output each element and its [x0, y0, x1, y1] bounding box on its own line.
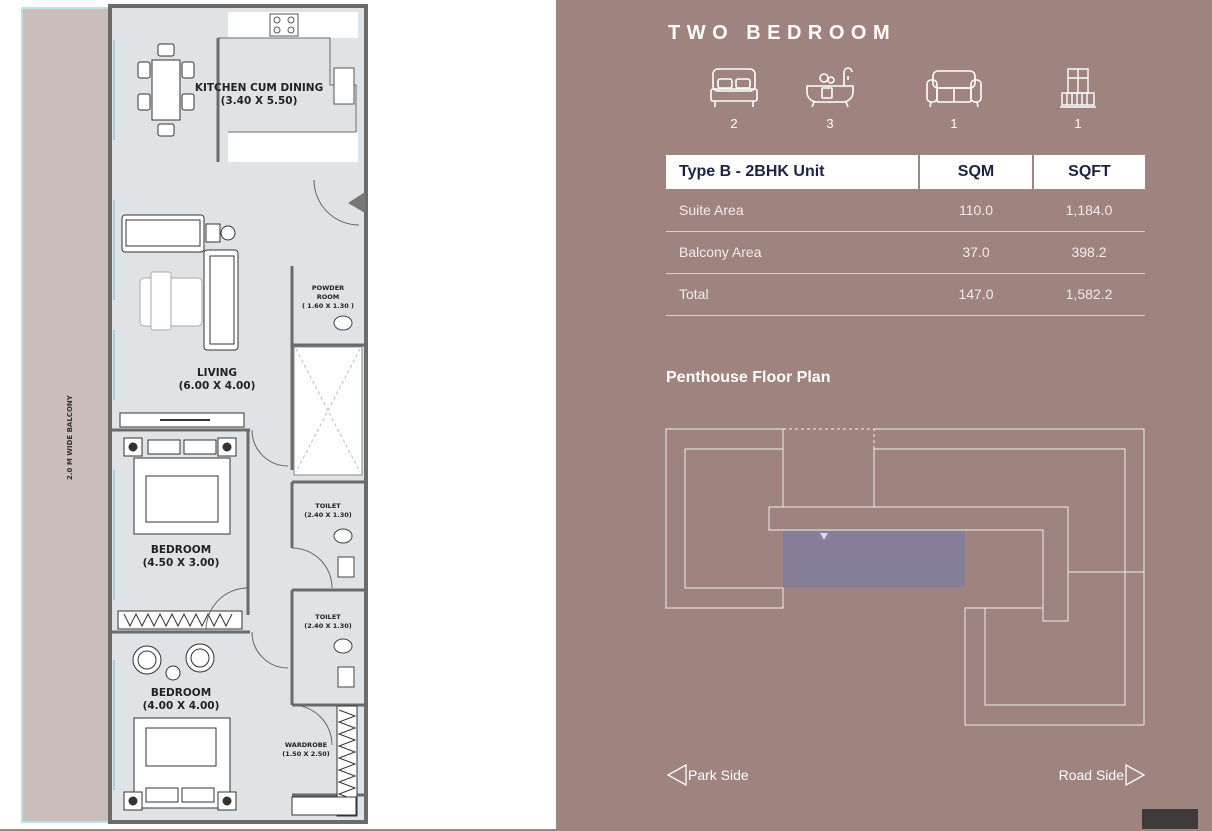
- bedroom2-name: BEDROOM: [151, 687, 211, 699]
- floor-plan-drawing: 2.0 M WIDE BALCONY: [21, 4, 368, 824]
- row-sqm: 147.0: [919, 273, 1033, 316]
- balcony-area: [21, 7, 110, 823]
- bottom-divider: [0, 829, 1212, 831]
- row-sqm: 37.0: [919, 231, 1033, 274]
- powder-size: ( 1.60 X 1.30 ): [302, 302, 354, 310]
- bedroom1-name: BEDROOM: [151, 544, 211, 556]
- bathrooms-count: 3: [826, 116, 834, 131]
- balcony-icon: [1060, 68, 1096, 108]
- header-sqft: SQFT: [1033, 155, 1145, 189]
- powder-name-2: ROOM: [317, 293, 340, 301]
- toilet1-name: TOILET: [315, 502, 341, 510]
- chairs: [132, 643, 215, 681]
- bed-1: [123, 437, 237, 535]
- park-side-label: Park Side: [666, 764, 749, 786]
- amenity-balcony: 1: [1043, 66, 1113, 131]
- toilet2-size: (2.40 X 1.30): [304, 622, 352, 630]
- road-side-text: Road Side: [1058, 767, 1124, 783]
- amenity-living: 1: [919, 66, 989, 131]
- living-count: 1: [950, 116, 958, 131]
- wardrobe-size: (1.50 X 2.50): [282, 750, 330, 758]
- kitchen-size: (3.40 X 5.50): [221, 95, 298, 107]
- balcony-label: 2.0 M WIDE BALCONY: [66, 394, 74, 480]
- table-row: Total 147.0 1,582.2: [666, 273, 1145, 316]
- corner-block: [1142, 809, 1198, 829]
- living-size: (6.00 X 4.00): [179, 380, 256, 392]
- kitchen-name: KITCHEN CUM DINING: [195, 82, 323, 94]
- row-label: Suite Area: [666, 189, 919, 232]
- wardrobe-name: WARDROBE: [285, 741, 327, 749]
- table-header-row: Type B - 2BHK Unit SQM SQFT: [666, 155, 1145, 189]
- amenity-bedrooms: 2: [699, 66, 769, 131]
- sofa-icon: [926, 70, 982, 108]
- row-sqft: 1,582.2: [1033, 273, 1145, 316]
- walls: [108, 4, 368, 824]
- bedrooms-count: 2: [730, 116, 738, 131]
- powder-name-1: POWDER: [312, 284, 344, 292]
- header-unit-type: Type B - 2BHK Unit: [666, 155, 920, 189]
- row-sqm: 110.0: [919, 189, 1033, 232]
- balcony-count: 1: [1074, 116, 1082, 131]
- row-label: Balcony Area: [666, 231, 919, 274]
- amenity-bathrooms: 3: [795, 66, 865, 131]
- toilet1-size: (2.40 X 1.30): [304, 511, 352, 519]
- table-row: Suite Area 110.0 1,184.0: [666, 189, 1145, 232]
- coffee-table: [139, 271, 203, 331]
- area-table: Type B - 2BHK Unit SQM SQFT Suite Area 1…: [666, 155, 1145, 316]
- road-side-label: Road Side: [1059, 764, 1146, 786]
- unit-title: TWO BEDROOM: [668, 22, 897, 44]
- table-row: Balcony Area 37.0 398.2: [666, 231, 1145, 274]
- row-sqft: 1,184.0: [1033, 189, 1145, 232]
- living-name: LIVING: [197, 367, 237, 379]
- row-label: Total: [666, 273, 919, 316]
- penthouse-title: Penthouse Floor Plan: [666, 369, 831, 386]
- dining-table: [137, 43, 195, 137]
- bed-icon: [710, 68, 758, 107]
- bedroom1-size: (4.50 X 3.00): [143, 557, 220, 569]
- info-panel: TWO BEDROOM 2 3 1: [556, 0, 1212, 829]
- triangle-left-icon: [666, 764, 687, 786]
- triangle-right-icon: [1125, 764, 1146, 786]
- penthouse-key-plan: [665, 428, 1145, 726]
- bathtub-icon: [806, 67, 854, 108]
- toilet2-name: TOILET: [315, 613, 341, 621]
- header-sqm: SQM: [919, 155, 1034, 189]
- highlighted-unit: [783, 531, 965, 587]
- bedroom2-size: (4.00 X 4.00): [143, 700, 220, 712]
- bed-2: [123, 717, 237, 811]
- sofa: [121, 214, 239, 351]
- row-sqft: 398.2: [1033, 231, 1145, 274]
- floor-plan-panel: 2.0 M WIDE BALCONY: [0, 0, 556, 831]
- park-side-text: Park Side: [688, 767, 749, 783]
